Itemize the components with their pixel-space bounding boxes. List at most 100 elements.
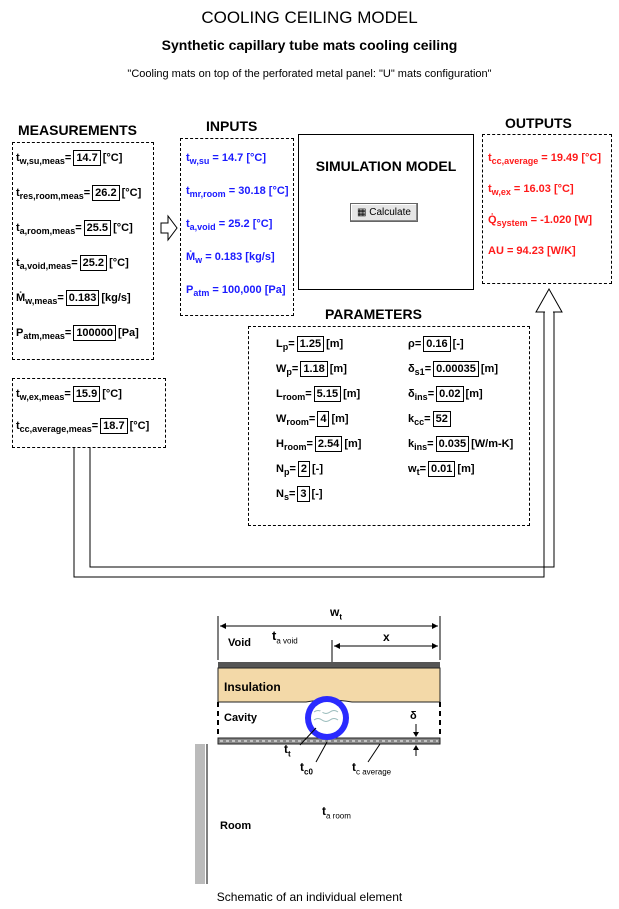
page-title: COOLING CEILING MODEL (201, 8, 418, 27)
output-row: Q̇system = -1.020 [W] (488, 214, 592, 228)
parameter-row-subscript: cc (414, 417, 425, 428)
input-row-value: = 100,000 [Pa] (209, 284, 286, 296)
measurement-row-value-field[interactable]: 0.183 (65, 290, 100, 306)
parameter-row-unit: [W/m-K] (471, 438, 514, 450)
parameter-row-symbol: H (276, 438, 284, 450)
parameter-row-symbol: ρ (408, 338, 415, 350)
parameter-row-subscript: t (416, 467, 420, 478)
measurement-row-symbol: P (16, 327, 24, 339)
input-row: tw,su = 14.7 [°C] (186, 152, 266, 166)
output-row-value: = 19.49 [°C] (538, 152, 602, 164)
parameter-row-symbol: N (276, 488, 284, 500)
parameter-row-subscript: s (283, 492, 289, 503)
parameter-row-unit: [m] (343, 388, 361, 400)
cavity-label: Cavity (224, 712, 258, 724)
t-c-average-label: tc average (352, 760, 392, 777)
parameter-row: Wroom=4[m] (276, 411, 349, 428)
output-row-symbol: Q̇ (488, 214, 497, 226)
calculator-icon: ▦ (357, 207, 370, 218)
exit-measurement-row-value-field[interactable]: 15.9 (72, 386, 101, 402)
calculate-button[interactable]: ▦ Calculate (350, 203, 418, 222)
void-label: Void (228, 637, 252, 649)
t-a-room-label: ta room (322, 804, 351, 821)
parameter-row: Ns=3[-] (276, 486, 323, 503)
measurement-row-subscript: a,room,meas (19, 226, 76, 237)
extra-measurements-panel (12, 378, 166, 448)
parameter-row-subscript: p (283, 467, 290, 478)
exit-measurement-row: tcc,average,meas=18.7[°C] (16, 418, 150, 435)
input-row: Ṁw = 0.183 [kg/s] (186, 251, 275, 265)
t-t-label: tt (284, 742, 291, 759)
parameter-row-symbol: W (276, 363, 287, 375)
parameters-heading: PARAMETERS (325, 306, 422, 322)
output-row-value: = 94.23 [W/K] (503, 245, 576, 257)
measurement-row-subscript: w,meas (25, 296, 58, 307)
parameter-row: Lp=1.25[m] (276, 336, 344, 353)
parameter-row-unit: [-] (312, 463, 324, 475)
measurement-row-unit: [°C] (109, 257, 129, 269)
exit-measurement-row-unit: [°C] (129, 420, 150, 432)
parameter-row-value-field[interactable]: 0.00035 (433, 361, 479, 377)
page-subtitle: Synthetic capillary tube mats cooling ce… (161, 37, 458, 53)
measurement-row-unit: [Pa] (118, 327, 139, 339)
parameter-row-subscript: room (283, 442, 307, 453)
input-row-subscript: atm (193, 288, 210, 299)
output-row-subscript: cc,average (491, 156, 539, 167)
parameter-row-symbol: L (276, 338, 283, 350)
measurement-row-value-field[interactable]: 25.5 (83, 220, 112, 236)
parameter-row-unit: [m] (326, 338, 344, 350)
exit-measurement-row-value-field[interactable]: 18.7 (100, 418, 128, 434)
output-row-value: = -1.020 [W] (527, 214, 593, 226)
measurement-row: Ṁw,meas=0.183[kg/s] (16, 290, 131, 307)
parameter-row-value-field[interactable]: 0.16 (423, 336, 451, 352)
parameter-row: δins=0.02[m] (408, 386, 483, 403)
measurement-row-value-field[interactable]: 25.2 (79, 255, 108, 271)
measurement-row-subscript: w,su,meas (19, 156, 65, 167)
input-row: Patm = 100,000 [Pa] (186, 284, 286, 298)
input-row-subscript: w,su (189, 156, 210, 167)
parameter-row-value-field[interactable]: 3 (297, 486, 310, 502)
parameter-row-symbol: w (408, 463, 417, 475)
parameter-row-value-field[interactable]: 5.15 (313, 386, 342, 402)
measurement-row-unit: [°C] (121, 187, 142, 199)
measurement-row-value-field[interactable]: 14.7 (73, 150, 101, 166)
parameter-row-symbol: L (276, 388, 283, 400)
measurement-row: ta,void,meas=25.2[°C] (16, 255, 129, 272)
measurement-row: Patm,meas=100000[Pa] (16, 325, 139, 342)
measurement-row-symbol: t (16, 187, 20, 199)
input-row-value: = 30.18 [°C] (225, 185, 289, 197)
parameter-row-unit: [m] (465, 388, 483, 400)
parameter-row-subscript: p (286, 367, 292, 378)
parameter-row-unit: [m] (457, 463, 475, 475)
parameter-row: Lroom=5.15[m] (276, 386, 361, 403)
parameter-row-symbol: δ (408, 363, 415, 375)
output-row-subscript: system (496, 218, 528, 229)
t-c0-label: tc0 (300, 760, 313, 777)
measurement-row-unit: [kg/s] (101, 292, 131, 304)
exit-measurement-row-subscript: cc,average,meas (19, 424, 92, 435)
measurement-row-value-field[interactable]: 100000 (73, 325, 117, 341)
simulation-heading: SIMULATION MODEL (315, 158, 457, 174)
parameter-row-value-field[interactable]: 0.01 (428, 461, 456, 477)
output-row-subscript: w,ex (491, 187, 511, 198)
parameter-row-value-field[interactable]: 4 (317, 411, 330, 427)
measurement-row-value-field[interactable]: 26.2 (92, 185, 120, 201)
exit-measurement-row-symbol: t (16, 388, 20, 400)
parameter-row-value-field[interactable]: 2.54 (314, 436, 343, 452)
parameter-row-value-field[interactable]: 0.02 (436, 386, 464, 402)
input-row-value: = 25.2 [°C] (215, 218, 273, 230)
parameter-row-value-field[interactable]: 2 (297, 461, 311, 477)
exit-measurement-row-subscript: w,ex,meas (19, 392, 65, 403)
parameter-row-value-field[interactable]: 1.18 (300, 361, 328, 377)
parameter-row-unit: [-] (311, 488, 323, 500)
parameter-row-value-field[interactable]: 52 (432, 411, 451, 427)
parameter-row: Np=2[-] (276, 461, 324, 478)
measurement-row-subscript: a,void,meas (19, 261, 72, 272)
input-row-subscript: w (195, 255, 203, 266)
measurement-row-symbol: t (16, 222, 20, 234)
parameter-row-value-field[interactable]: 0.035 (435, 436, 470, 452)
parameter-row-unit: [-] (452, 338, 464, 350)
parameter-row-value-field[interactable]: 1.25 (296, 336, 325, 352)
delta-label: δ (410, 710, 417, 722)
room-label: Room (220, 820, 252, 832)
